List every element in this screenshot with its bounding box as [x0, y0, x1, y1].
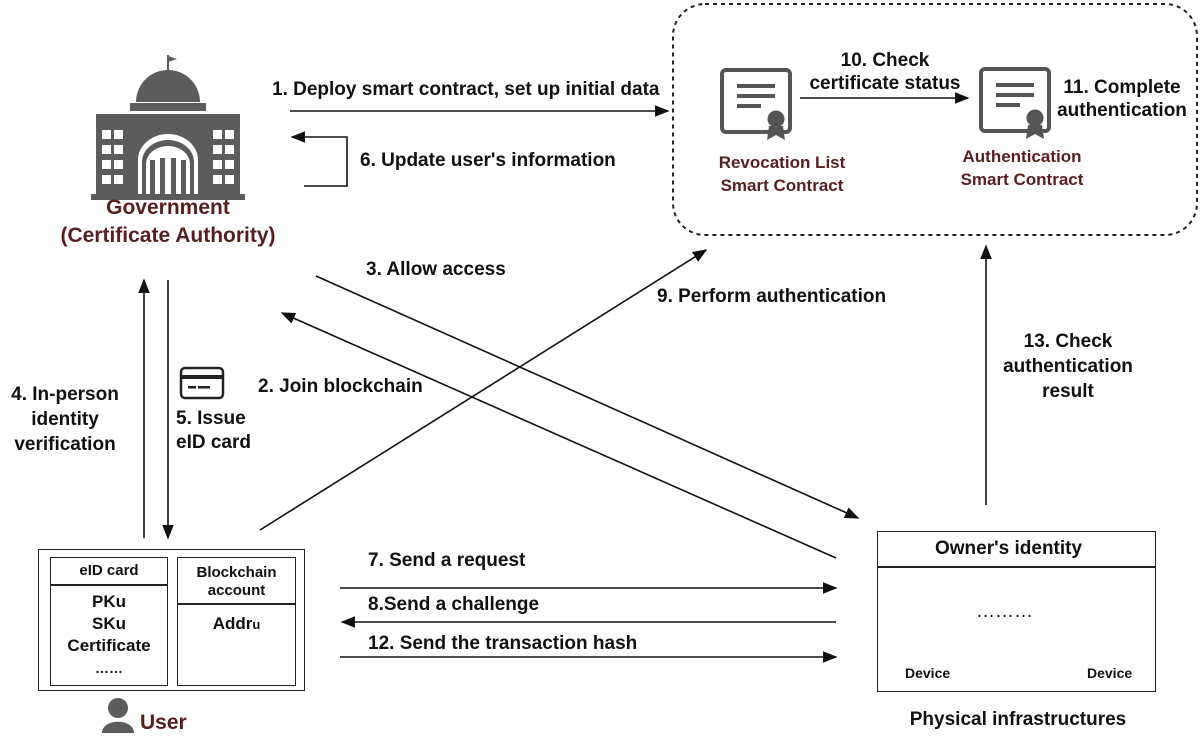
account-header-divider — [177, 603, 296, 605]
user-person-icon — [102, 698, 134, 733]
arrow-update-info — [290, 131, 348, 187]
step8-label: 8.Send a challenge — [368, 594, 540, 615]
address-subscript: u — [252, 617, 261, 632]
eid-item-sku: SKu — [92, 614, 126, 633]
eid-card-title: eID card — [79, 562, 139, 579]
step11-label-line1: 11. Complete — [1063, 77, 1181, 98]
step3-label: 3. Allow access — [366, 259, 506, 280]
step5-label-line1: 5. Issue — [176, 408, 246, 429]
owner-identity-label: Owner's identity — [935, 538, 1083, 559]
step10-label-line1: 10. Check — [840, 50, 930, 71]
arrow-perform-authentication — [259, 249, 708, 531]
step10-label-line2: certificate status — [809, 73, 961, 94]
arrow-allow-access — [315, 275, 860, 519]
step6-label: 6. Update user's information — [360, 150, 616, 171]
government-building-icon — [91, 55, 245, 200]
step1-label: 1. Deploy smart contract, set up initial… — [272, 79, 660, 100]
id-card-icon — [179, 366, 225, 400]
step13-label-line1: 13. Check — [1023, 331, 1113, 352]
step9-label: 9. Perform authentication — [657, 286, 887, 307]
step12-label: 12. Send the transaction hash — [368, 633, 638, 654]
step5-label-line2: eID card — [176, 432, 251, 453]
step13-label-line2: authentication — [1003, 356, 1133, 377]
owner-header-divider — [877, 566, 1156, 568]
eid-item-ellipsis: …… — [95, 660, 123, 676]
address-main: Addr — [212, 614, 253, 633]
blockchain-account-title-line2: account — [207, 582, 266, 599]
revocation-contract-line1: Revocation List — [718, 153, 846, 172]
physical-infrastructures-label: Physical infrastructures — [909, 709, 1127, 730]
blockchain-account-cell — [177, 557, 296, 686]
eid-card-cell — [50, 557, 168, 686]
certificate-authority-label: (Certificate Authority) — [60, 224, 276, 247]
step2-label: 2. Join blockchain — [258, 376, 423, 397]
device-label-right: Device — [1087, 665, 1133, 681]
eid-header-divider — [50, 584, 168, 586]
device-label-left: Device — [905, 665, 951, 681]
blockchain-address: Addru — [177, 612, 296, 637]
step4-label-line3: verification — [14, 434, 116, 455]
auth-contract-line2: Smart Contract — [960, 170, 1084, 189]
user-label: User — [140, 711, 187, 734]
blockchain-account-title-line1: Blockchain — [196, 564, 277, 581]
certificate-icon — [720, 68, 792, 140]
blockchain-container — [672, 3, 1198, 236]
step7-label: 7. Send a request — [368, 550, 526, 571]
device-dots: ……… — [976, 601, 1033, 622]
eid-item-pku: PKu — [92, 592, 126, 611]
government-label: Government — [106, 196, 230, 219]
step4-label-line1: 4. In-person — [11, 384, 119, 405]
eid-item-certificate: Certificate — [67, 636, 151, 655]
certificate-icon — [979, 67, 1051, 139]
auth-contract-line1: Authentication — [962, 147, 1082, 166]
step11-label-line2: authentication — [1057, 100, 1187, 121]
step4-label-line2: identity — [31, 409, 99, 430]
physical-infrastructure-panel — [877, 531, 1156, 692]
step13-label-line3: result — [1042, 381, 1094, 402]
arrow-join-blockchain — [280, 312, 837, 559]
revocation-contract-line2: Smart Contract — [720, 176, 844, 195]
